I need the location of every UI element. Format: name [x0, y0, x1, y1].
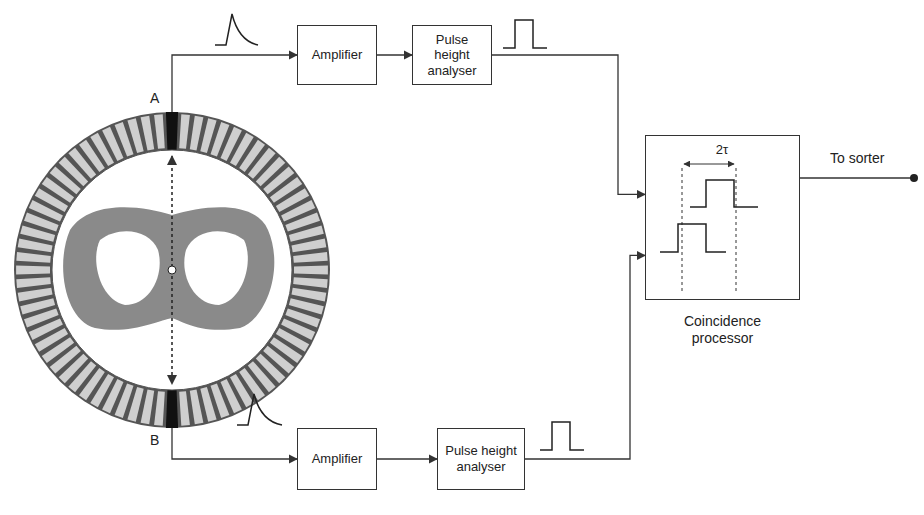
logic-pulse	[503, 20, 547, 48]
detector-label: B	[150, 432, 159, 448]
box-label: Pulse height analyser	[413, 29, 491, 82]
process-box: Pulse height analyser	[437, 428, 525, 490]
detector-element	[154, 391, 165, 426]
detector-element	[190, 390, 204, 425]
box-label: Amplifier	[308, 448, 367, 470]
detector-element	[293, 277, 328, 288]
window-width	[684, 164, 734, 165]
ring-bore	[52, 150, 292, 390]
detector-element	[200, 387, 216, 422]
annihilation-point	[168, 266, 176, 274]
detector-element	[190, 116, 204, 151]
window-edge	[682, 168, 683, 292]
logic-pulse	[660, 224, 726, 252]
detector-element	[18, 288, 53, 302]
detector-element	[292, 288, 327, 302]
signal-connector	[377, 54, 412, 55]
detector-element	[292, 239, 327, 253]
logic-pulse	[540, 422, 584, 450]
detector-pulse	[215, 14, 258, 45]
box-caption: Coincidence processor	[665, 313, 781, 347]
detector-element	[127, 118, 143, 153]
box-label: Pulse height analyser	[438, 440, 524, 477]
detector-element	[179, 391, 190, 426]
lung	[184, 231, 248, 305]
lung	[96, 231, 160, 305]
detector-element	[141, 116, 155, 151]
window-edge	[736, 168, 737, 292]
chest-section	[63, 207, 274, 330]
box-label: Amplifier	[308, 44, 367, 66]
signal-connector	[525, 255, 645, 459]
signal-wire	[172, 55, 297, 112]
detector-element	[293, 252, 328, 263]
process-box: Pulse height analyser	[412, 25, 492, 85]
detector-element	[16, 266, 50, 275]
detector-element	[154, 114, 165, 149]
detector-element	[18, 239, 53, 253]
processor-box: 2τCoincidence processor	[645, 135, 800, 300]
detector-element	[141, 390, 155, 425]
process-box: Amplifier	[297, 428, 377, 490]
ring-outer	[14, 112, 330, 428]
active-detector	[166, 388, 178, 428]
active-detector	[166, 112, 178, 152]
detector-element	[16, 277, 51, 288]
output-label: To sorter	[830, 150, 884, 166]
output-terminal	[910, 174, 918, 182]
detector-element	[16, 252, 51, 263]
detector-element	[20, 298, 55, 314]
process-box: Amplifier	[297, 25, 377, 85]
signal-wire	[172, 428, 297, 459]
logic-pulse	[690, 180, 758, 207]
window-label: 2τ	[714, 142, 730, 158]
detector-elements	[16, 112, 328, 428]
detector-ring	[14, 112, 330, 428]
output-wire	[800, 177, 912, 178]
detector-label: A	[150, 90, 159, 106]
detector-pulse	[237, 394, 282, 425]
detector-element	[294, 266, 328, 275]
detector-element	[179, 114, 190, 149]
signal-connector	[492, 55, 645, 194]
detector-element	[289, 225, 324, 241]
signal-connector	[377, 458, 437, 459]
